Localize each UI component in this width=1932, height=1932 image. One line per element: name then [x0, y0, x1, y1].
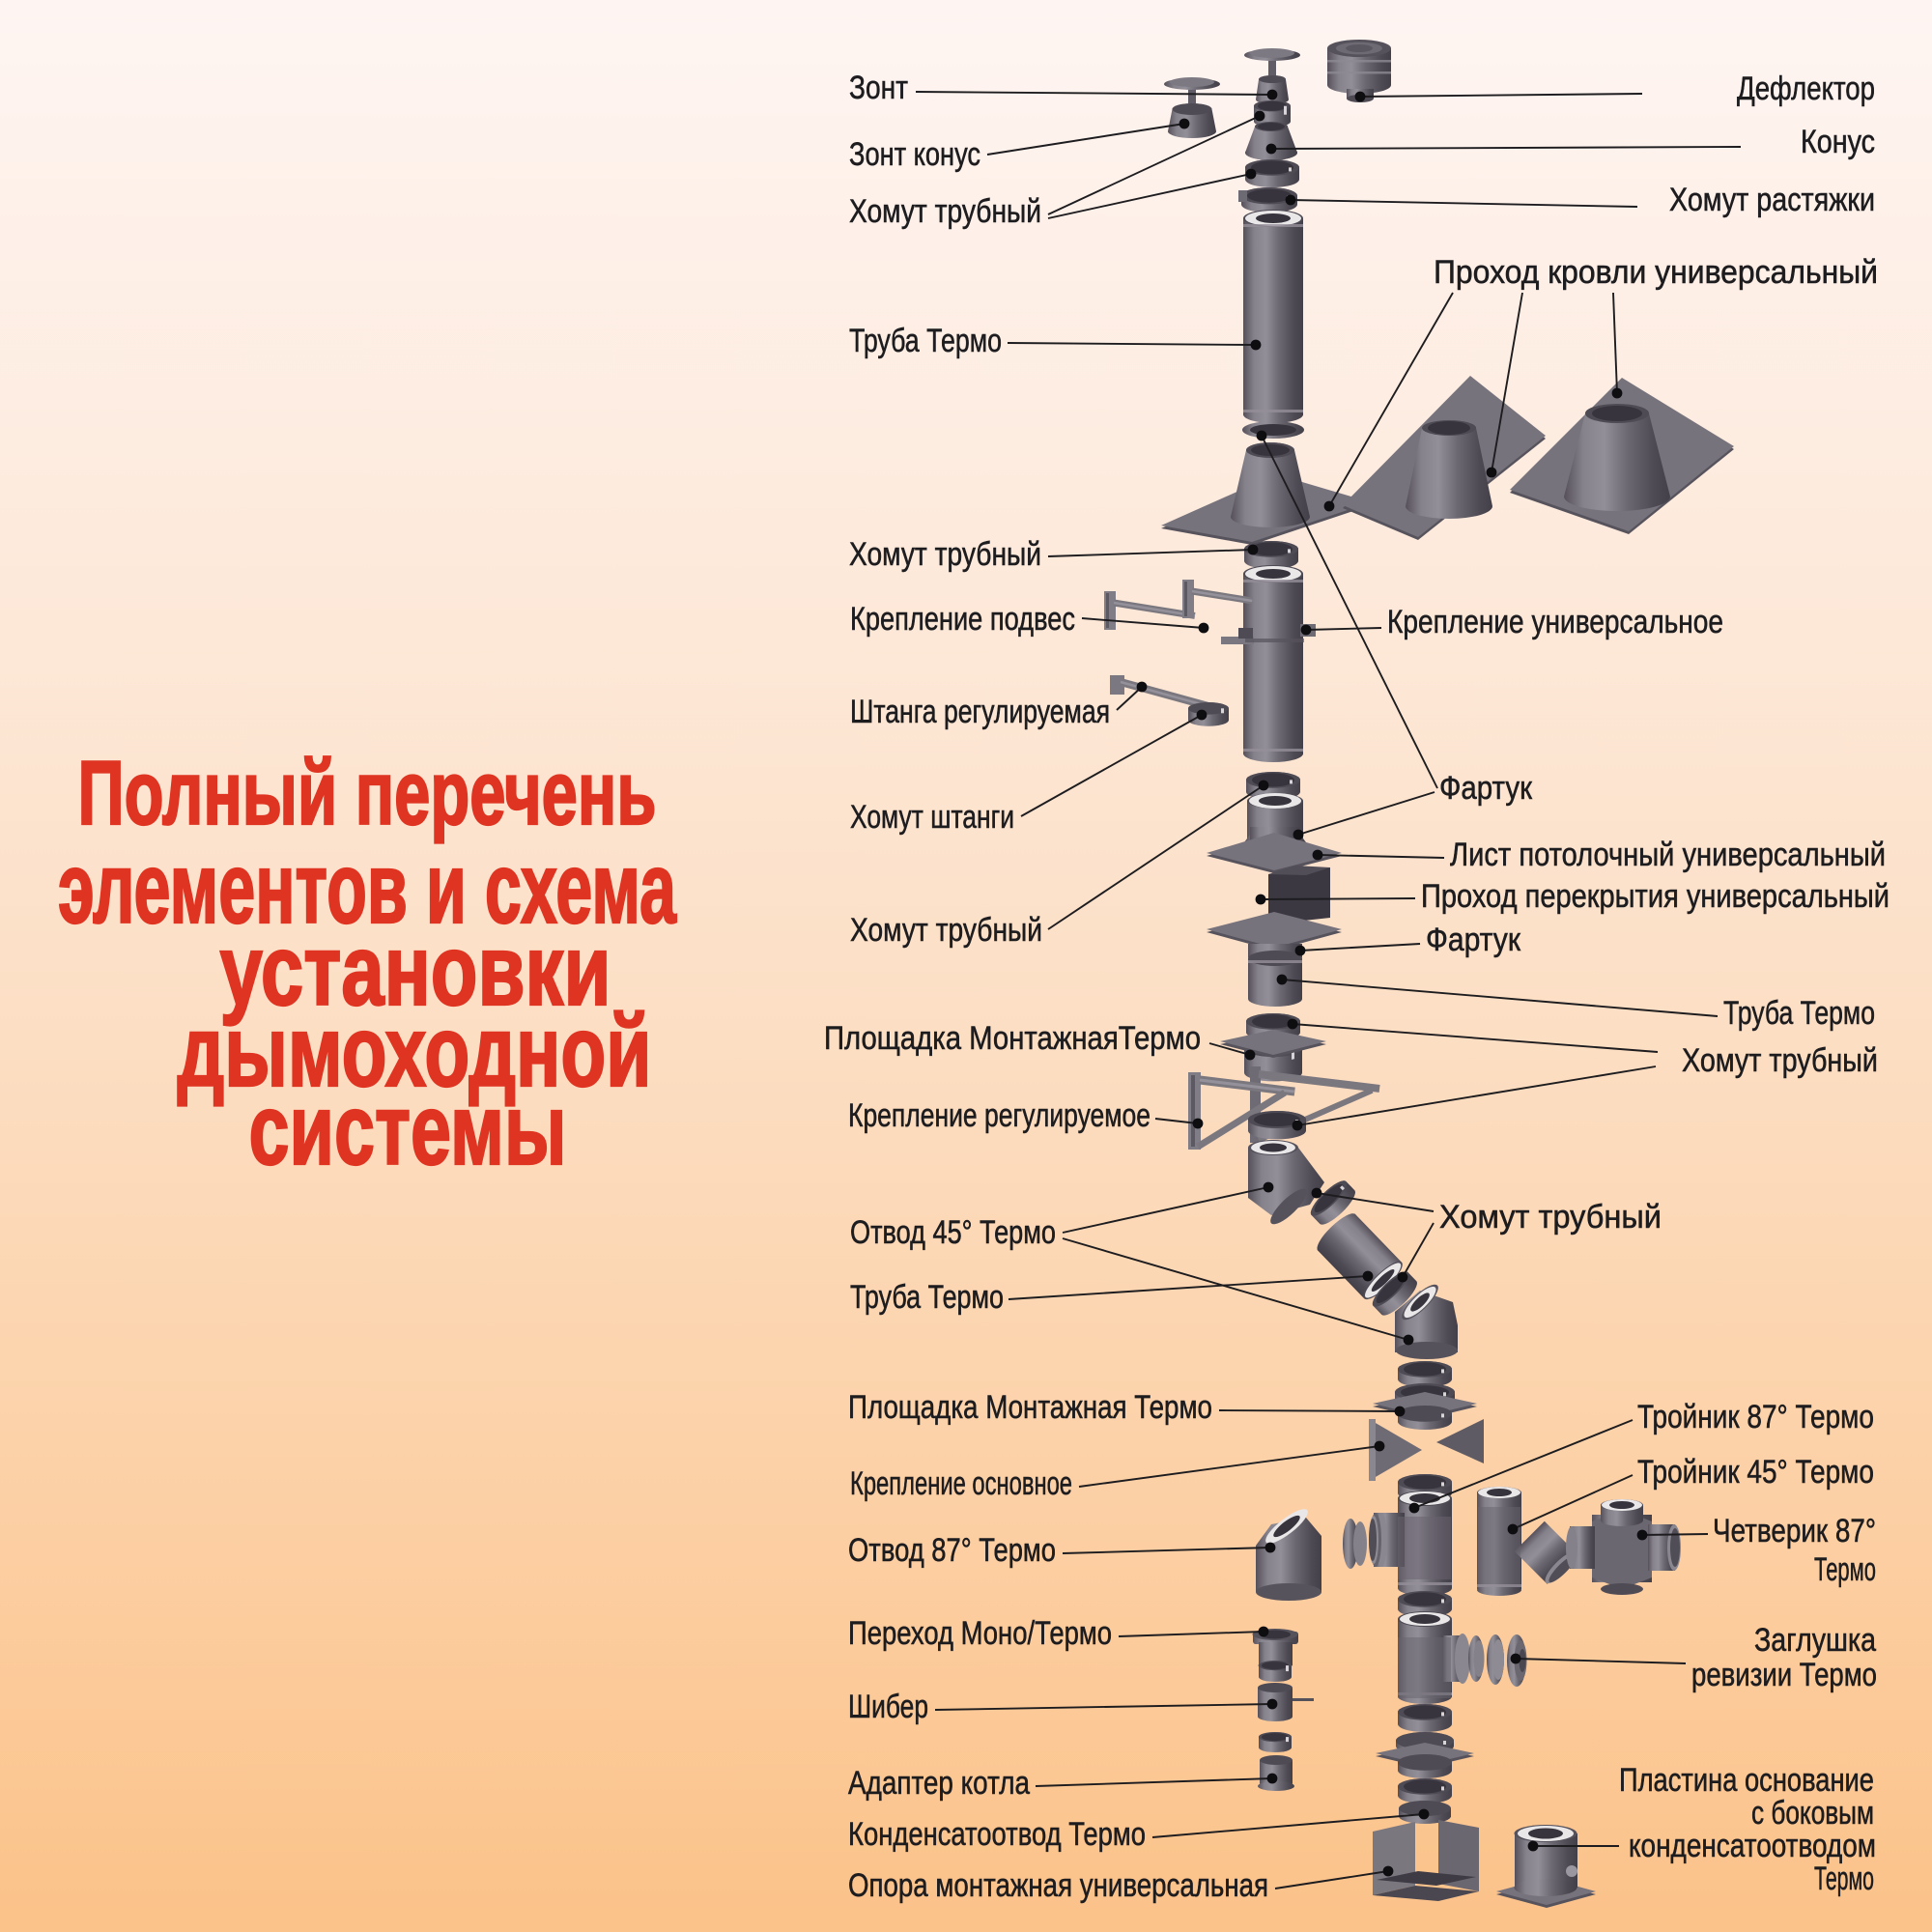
- svg-text:Крепление подвес: Крепление подвес: [850, 601, 1075, 638]
- svg-text:Адаптер котла: Адаптер котла: [848, 1765, 1030, 1802]
- svg-text:Проход перекрытия универсальны: Проход перекрытия универсальный: [1421, 878, 1889, 915]
- svg-text:Тройник 87° Термо: Тройник 87° Термо: [1637, 1399, 1874, 1435]
- svg-text:Полный перечень: Полный перечень: [78, 742, 657, 843]
- svg-text:Хомут трубный: Хомут трубный: [850, 912, 1042, 949]
- svg-text:Четверик 87°: Четверик 87°: [1713, 1513, 1876, 1549]
- svg-text:Лист потолочный универсальный: Лист потолочный универсальный: [1450, 837, 1886, 873]
- svg-text:Крепление основное: Крепление основное: [850, 1465, 1072, 1502]
- svg-text:системы: системы: [249, 1074, 567, 1186]
- svg-text:Хомут трубный: Хомут трубный: [849, 536, 1041, 573]
- svg-text:Крепление универсальное: Крепление универсальное: [1387, 604, 1723, 640]
- svg-text:Труба Термо: Труба Термо: [849, 323, 1002, 359]
- svg-text:Хомут трубный: Хомут трубный: [1439, 1199, 1662, 1236]
- svg-text:Труба Термо: Труба Термо: [850, 1279, 1004, 1316]
- svg-text:Шибер: Шибер: [848, 1689, 928, 1725]
- svg-text:Опора монтажная универсальная: Опора монтажная универсальная: [848, 1867, 1268, 1904]
- svg-text:с боковым: с боковым: [1751, 1795, 1874, 1832]
- svg-text:Штанга регулируемая: Штанга регулируемая: [850, 694, 1110, 730]
- svg-text:Площадка Монтажная Термо: Площадка Монтажная Термо: [848, 1389, 1212, 1426]
- svg-text:Пластина основание: Пластина основание: [1619, 1762, 1874, 1799]
- svg-text:Хомут трубный: Хомут трубный: [849, 193, 1041, 230]
- svg-text:установки: установки: [220, 915, 611, 1027]
- svg-text:дымоходной: дымоходной: [178, 996, 652, 1108]
- svg-text:Хомут трубный: Хомут трубный: [1682, 1042, 1878, 1079]
- svg-text:конденсатоотводом: конденсатоотводом: [1629, 1828, 1876, 1864]
- svg-text:Отвод 87° Термо: Отвод 87° Термо: [848, 1532, 1056, 1569]
- svg-text:ревизии Термо: ревизии Термо: [1691, 1657, 1877, 1693]
- svg-text:Проход кровли универсальный: Проход кровли универсальный: [1434, 254, 1878, 291]
- svg-text:Фартук: Фартук: [1426, 922, 1521, 958]
- svg-text:Термо: Термо: [1814, 1551, 1876, 1588]
- svg-text:Отвод 45° Термо: Отвод 45° Термо: [850, 1214, 1056, 1251]
- svg-text:Заглушка: Заглушка: [1754, 1622, 1876, 1659]
- svg-text:Труба Термо: Труба Термо: [1723, 995, 1875, 1032]
- svg-text:Крепление регулируемое: Крепление регулируемое: [848, 1097, 1151, 1134]
- svg-text:Дефлектор: Дефлектор: [1737, 71, 1875, 107]
- svg-text:Тройник 45° Термо: Тройник 45° Термо: [1637, 1454, 1874, 1491]
- svg-text:Конденсатоотвод Термо: Конденсатоотвод Термо: [848, 1816, 1146, 1853]
- svg-text:Конус: Конус: [1801, 124, 1875, 160]
- svg-text:Хомут штанги: Хомут штанги: [850, 799, 1014, 836]
- svg-text:элементов и схема: элементов и схема: [58, 833, 677, 945]
- svg-text:Переход Моно/Термо: Переход Моно/Термо: [848, 1615, 1112, 1652]
- svg-text:Зонт: Зонт: [849, 70, 908, 106]
- svg-text:Зонт конус: Зонт конус: [849, 136, 980, 173]
- svg-text:Термо: Термо: [1814, 1861, 1874, 1897]
- svg-text:Хомут растяжки: Хомут растяжки: [1669, 182, 1875, 218]
- svg-text:Площадка МонтажнаяТермо: Площадка МонтажнаяТермо: [824, 1020, 1201, 1057]
- svg-text:Фартук: Фартук: [1439, 770, 1533, 807]
